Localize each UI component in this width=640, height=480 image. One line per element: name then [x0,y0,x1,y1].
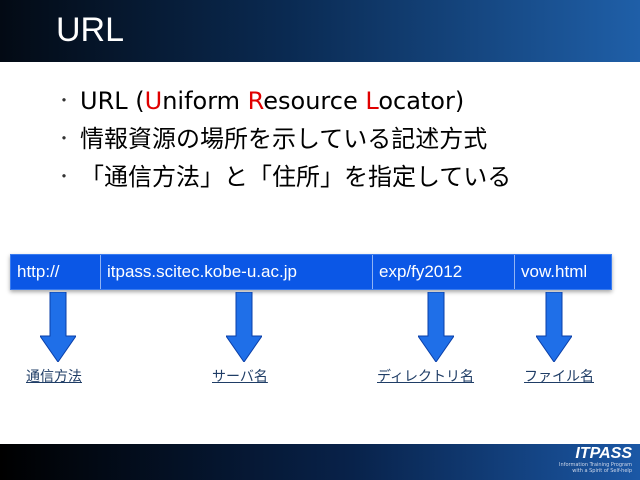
bullet-marker: ・ [56,91,73,110]
label-directory[interactable]: ディレクトリ名 [377,369,475,385]
label-scheme[interactable]: 通信方法 [26,369,82,385]
bullet-text-highlight: U [144,87,163,115]
bullet-text-highlight: L [365,87,379,115]
itpass-logo: ITPASS Information Training Program with… [552,446,632,478]
slide-header: URL [0,0,640,62]
bullet-marker: ・ [56,167,73,186]
down-arrow-icon [226,292,262,362]
bullet-item-url-definition: ・ URL (Uniform Resource Locator) [44,82,634,120]
slide-title: URL [56,11,125,49]
bullet-item-specification: ・ 「通信方法」と「住所」を指定している [44,158,634,196]
logo-tagline: with a Spirit of Self-help [572,468,632,474]
url-segment-directory: exp/fy2012 [373,255,515,289]
down-arrow-icon [418,292,454,362]
url-segment-host: itpass.scitec.kobe-u.ac.jp [101,255,373,289]
bullet-list: ・ URL (Uniform Resource Locator) ・ 情報資源の… [44,82,634,196]
bullet-text-part: niform [162,87,248,115]
bullet-text-highlight: R [247,87,264,115]
slide-footer [0,444,640,480]
bullet-text: URL (Uniform Resource Locator) [80,82,464,120]
url-segment-scheme: http:// [11,255,101,289]
bullet-text: 情報資源の場所を示している記述方式 [80,125,488,153]
logo-tagline: Information Training Program [559,462,632,468]
bullet-marker: ・ [56,129,73,148]
url-breakdown-bar: http:// itpass.scitec.kobe-u.ac.jp exp/f… [10,254,612,290]
bullet-text: 「通信方法」と「住所」を指定している [80,163,512,191]
bullet-item-description: ・ 情報資源の場所を示している記述方式 [44,120,634,158]
label-server[interactable]: サーバ名 [212,369,268,385]
down-arrow-icon [536,292,572,362]
bullet-text-part: ocator) [378,87,465,115]
bullet-text-part: URL ( [80,87,145,115]
label-file[interactable]: ファイル名 [524,369,594,385]
down-arrow-icon [40,292,76,362]
logo-text: ITPASS [575,445,632,462]
url-segment-file: vow.html [521,262,588,281]
bullet-text-part: esource [263,87,366,115]
